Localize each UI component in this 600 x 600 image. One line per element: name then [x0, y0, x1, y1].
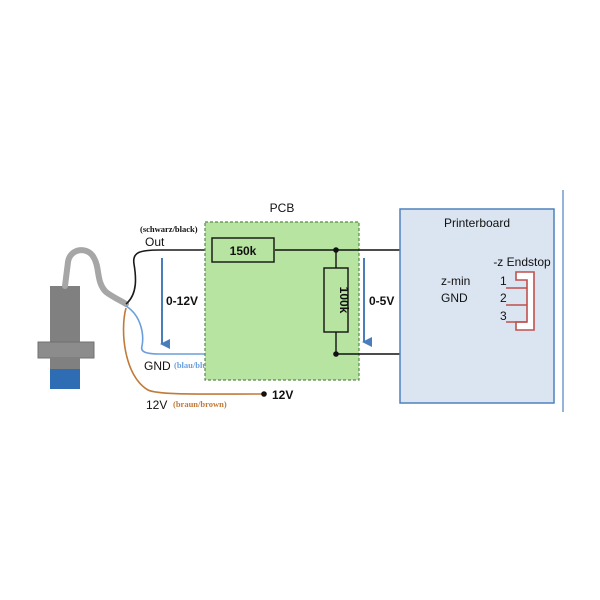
- resistor-150k-label: 150k: [230, 244, 257, 258]
- v12-wire-color-label: (braun/brown): [173, 399, 227, 409]
- out-label: Out: [145, 235, 165, 249]
- pin-1-label: 1: [500, 274, 507, 288]
- pin-3-label: 3: [500, 309, 507, 323]
- wire-gnd-blue: [125, 305, 336, 355]
- pcb-title: PCB: [270, 201, 295, 215]
- sensor-bottom-body: [50, 357, 80, 369]
- gnd-wire-color-label: (blau/blue): [174, 360, 214, 370]
- board-gnd-label: GND: [441, 291, 468, 305]
- wire-12v-brown: [122, 307, 263, 395]
- sensor-flange: [37, 341, 95, 359]
- wire-out-black: [125, 249, 210, 305]
- inductive-sensor: [37, 286, 95, 389]
- resistor-100k: 100k: [323, 267, 351, 333]
- resistor-150k: 150k: [211, 237, 275, 263]
- printerboard-title: Printerboard: [444, 216, 510, 230]
- endstop-connector: [506, 271, 535, 331]
- out-wire-color-label: (schwarz/black): [140, 224, 198, 234]
- input-voltage-label: 0-12V: [166, 294, 198, 308]
- sensor-cable: [62, 247, 129, 307]
- endstop-label: -z Endstop: [493, 255, 551, 269]
- gnd-label: GND: [144, 359, 171, 373]
- v12-terminal-label: 12V: [272, 388, 293, 402]
- sensor-top-body: [50, 286, 80, 344]
- v12-label: 12V: [146, 398, 167, 412]
- pin-2-label: 2: [500, 291, 507, 305]
- v12-terminal-dot: [261, 391, 267, 397]
- zmin-label: z-min: [441, 274, 470, 288]
- sensor-tip: [50, 369, 80, 389]
- resistor-100k-label: 100k: [337, 287, 351, 314]
- output-voltage-label: 0-5V: [369, 294, 394, 308]
